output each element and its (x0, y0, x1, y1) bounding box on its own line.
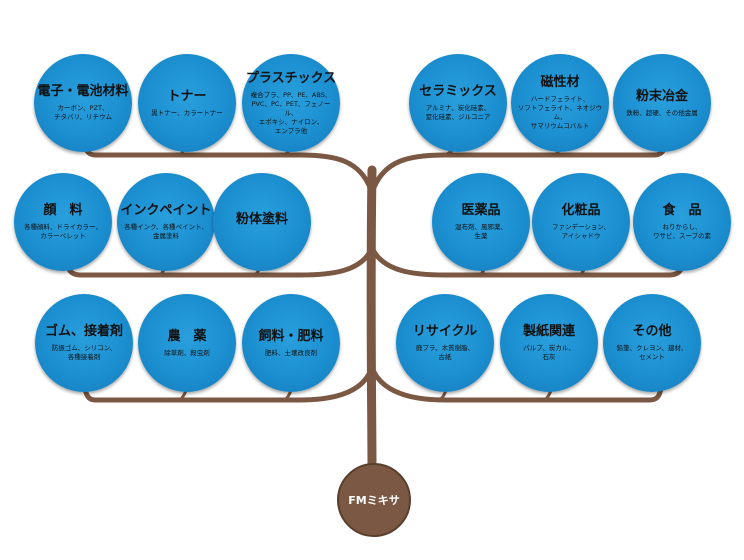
trunk (366, 165, 377, 475)
category-papermaking: 製紙関連 パルプ、炭カル、 石灰 (500, 294, 598, 392)
category-title: ゴム、接着剤 (44, 324, 123, 339)
category-title: インクペイント (120, 203, 212, 218)
category-magnetic-materials: 磁性材 ハードフェライト、 ソフトフェライト、ネオジウム、 サマリウムコバルト (511, 54, 609, 152)
category-examples: ねりからし、 ワサビ、スープの素 (652, 223, 712, 240)
category-title: 粉末冶金 (635, 88, 688, 104)
category-recycling: リサイクル 廃プラ、木質樹脂、 古紙 (396, 294, 494, 392)
category-title: 顔 料 (43, 203, 83, 218)
category-examples: カーボン、PZT、 チタバリ、リチウム (53, 104, 113, 121)
category-title: トナー (167, 88, 207, 104)
branch-top-right (370, 137, 669, 193)
category-examples: 各種インク、各種ペイント、 金属塗料 (124, 223, 208, 240)
category-examples: 湿布剤、風邪薬、 生薬 (455, 223, 507, 240)
category-rubber-adhesives: ゴム、接着剤 防振ゴム、シリコン、 各種接着剤 (35, 294, 133, 392)
category-title: リサイクル (412, 324, 478, 339)
branch-bot-left (81, 367, 374, 403)
category-examples: 防振ゴム、シリコン、 各種接着剤 (51, 344, 117, 361)
category-ceramics: セラミックス アルミナ、炭化硅素、 窒化硅素、ジルコニア (409, 54, 507, 152)
branch-mid-right (370, 247, 687, 278)
category-examples: 鉛筆、クレヨン、建材、 セメント (616, 344, 688, 361)
category-title: 化粧品 (561, 203, 601, 218)
category-pharmaceuticals: 医薬品 湿布剤、風邪薬、 生薬 (432, 173, 530, 271)
category-agrochemicals: 農 薬 除草剤、殺虫剤 (138, 294, 236, 392)
category-title: 飼料・肥料 (258, 328, 324, 344)
root-node: FMミキサ (337, 463, 411, 537)
category-examples: ハードフェライト、 ソフトフェライト、ネオジウム、 サマリウムコバルト (517, 95, 603, 130)
category-examples: 鉄粉、超硬、その他金属 (626, 108, 698, 117)
category-title: 粉体塗料 (235, 212, 288, 227)
category-title: 電子・電池材料 (37, 84, 129, 99)
branch-top-left (81, 137, 374, 193)
branch-mid-left (63, 247, 374, 278)
category-title: 農 薬 (167, 328, 207, 344)
category-examples: ファンデーション、 アイシャドウ (552, 223, 610, 240)
category-title: 医薬品 (461, 203, 501, 218)
category-examples: 廃プラ、木質樹脂、 古紙 (415, 344, 475, 361)
category-examples: 複合プラ、PP、PE、ABS、 PVC、PC、PET、フェノール、 エポキシ、ナ… (250, 90, 332, 135)
category-powder-metallurgy: 粉末冶金 鉄粉、超硬、その他金属 (613, 54, 711, 152)
category-title: セラミックス (419, 84, 497, 99)
category-ink-paint: インクペイント 各種インク、各種ペイント、 金属塗料 (117, 173, 215, 271)
category-examples: 黒トナー、カラートナー (151, 108, 223, 117)
category-examples: 各種顔料、ドライカラー、 カラーペレット (24, 223, 102, 240)
category-examples: アルミナ、炭化硅素、 窒化硅素、ジルコニア (425, 104, 491, 121)
category-powder-coating: 粉体塗料 (213, 173, 311, 271)
category-food: 食 品 ねりからし、 ワサビ、スープの素 (633, 173, 731, 271)
category-title: プラスチックス (245, 70, 337, 86)
category-toner: トナー 黒トナー、カラートナー (138, 54, 236, 152)
category-feed-fertilizer: 飼料・肥料 肥料、土壌改良剤 (242, 294, 340, 392)
category-title: その他 (632, 324, 672, 339)
category-pigments: 顔 料 各種顔料、ドライカラー、 カラーペレット (14, 173, 112, 271)
category-examples: 除草剤、殺虫剤 (164, 348, 210, 357)
category-title: 食 品 (662, 203, 702, 218)
category-plastics: プラスチックス 複合プラ、PP、PE、ABS、 PVC、PC、PET、フェノール… (242, 54, 340, 152)
category-title: 製紙関連 (522, 324, 575, 339)
root-label: FMミキサ (348, 494, 400, 507)
branch-bot-right (370, 367, 665, 403)
category-electronic-battery-materials: 電子・電池材料 カーボン、PZT、 チタバリ、リチウム (34, 54, 132, 152)
category-examples: 肥料、土壌改良剤 (265, 348, 317, 357)
category-cosmetics: 化粧品 ファンデーション、 アイシャドウ (532, 173, 630, 271)
category-examples: パルプ、炭カル、 石灰 (523, 344, 575, 361)
category-title: 磁性材 (540, 75, 580, 90)
category-others: その他 鉛筆、クレヨン、建材、 セメント (603, 294, 701, 392)
